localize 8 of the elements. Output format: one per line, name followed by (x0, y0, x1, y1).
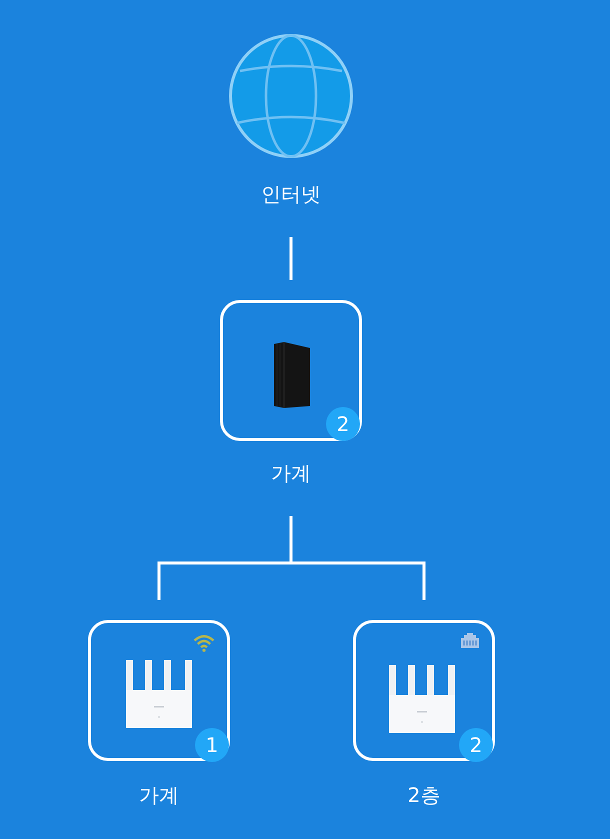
node-label: 가계 (138, 782, 180, 808)
connector-line (290, 237, 292, 280)
count-badge: 2 (326, 407, 360, 441)
count-badge: 2 (459, 728, 493, 762)
node-label: 인터넷 (260, 181, 322, 207)
node-label: 가계 (270, 460, 312, 486)
count-badge: 1 (195, 728, 229, 762)
node-label: 2층 (406, 782, 442, 808)
